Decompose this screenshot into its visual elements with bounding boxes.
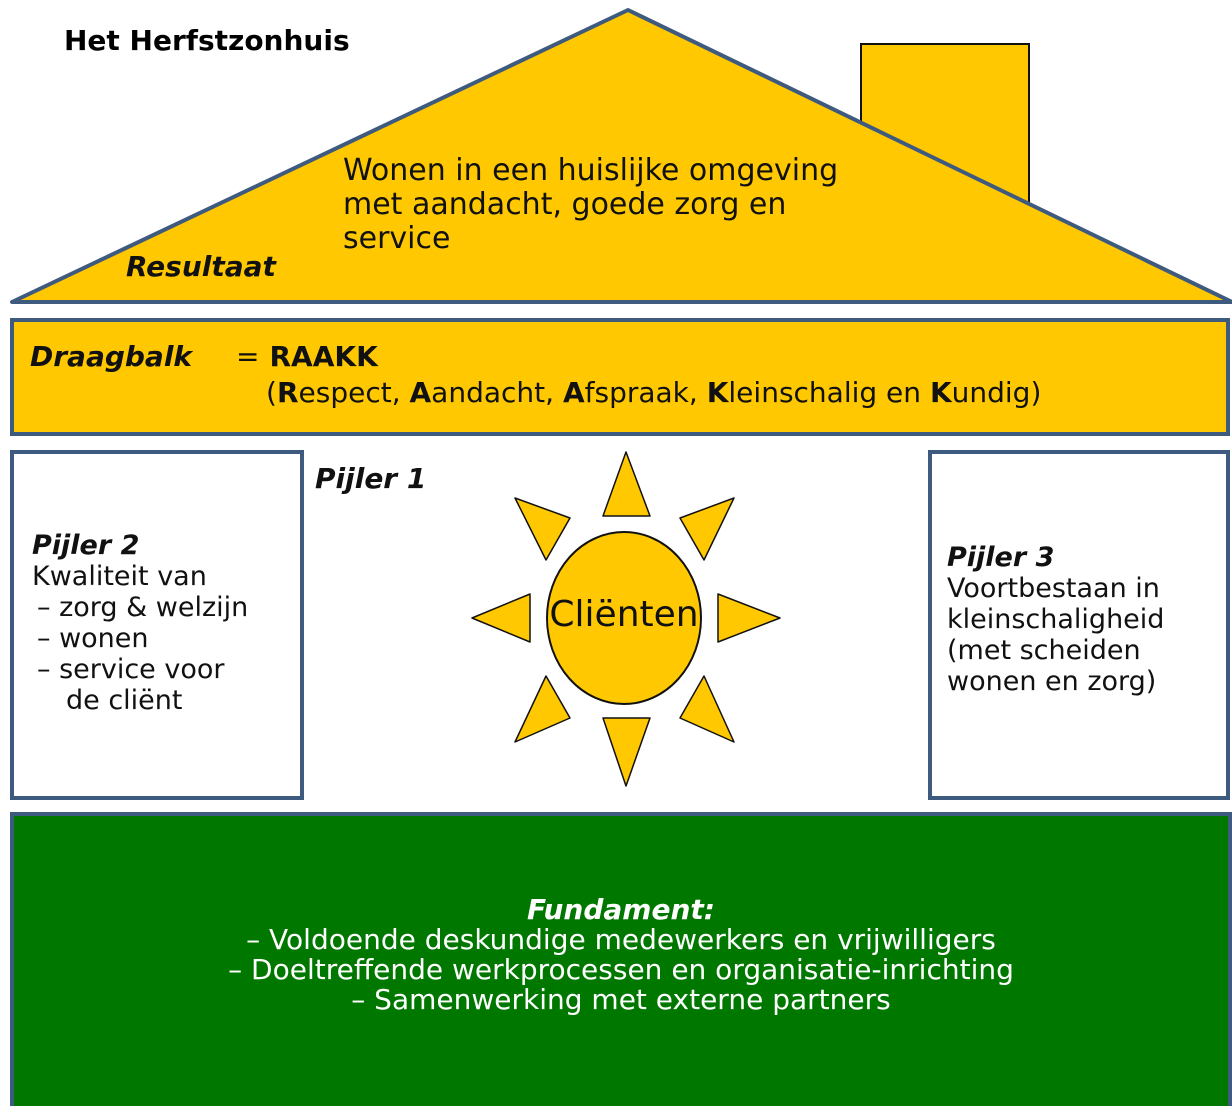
pillar2-line: de cliënt bbox=[66, 685, 183, 716]
roof-line: met aandacht, goede zorg en bbox=[343, 187, 787, 222]
sun-ray-right bbox=[717, 593, 781, 643]
close-paren: ) bbox=[1030, 376, 1042, 409]
roof-line: Wonen in een huislijke omgeving bbox=[343, 153, 839, 188]
roof-text: Wonen in een huislijke omgeving met aand… bbox=[343, 154, 903, 256]
sun-ray-bottom-left bbox=[514, 675, 571, 743]
sun-ray-left bbox=[471, 593, 531, 643]
sun-rays bbox=[471, 451, 781, 787]
value-initial: R bbox=[276, 376, 299, 409]
sun-ray-top-left bbox=[514, 497, 571, 561]
value-rest: undig bbox=[951, 376, 1031, 409]
value-initial: A bbox=[409, 376, 432, 409]
foundation-line: – Doeltreffende werkprocessen en organis… bbox=[228, 953, 1014, 986]
pillar3-line: Voortbestaan in bbox=[947, 573, 1160, 604]
pillar2-line: – wonen bbox=[37, 623, 149, 654]
roof bbox=[10, 8, 1232, 304]
value-initial: K bbox=[706, 376, 729, 409]
pillar2-label: Pijler 2 bbox=[32, 530, 140, 561]
sun-ray-top bbox=[602, 451, 651, 517]
pillar3-label: Pijler 3 bbox=[947, 542, 1055, 573]
value-rest: leinschalig en bbox=[728, 376, 930, 409]
foundation bbox=[10, 812, 1232, 1106]
value-initial: K bbox=[929, 376, 952, 409]
pillar2-box bbox=[10, 450, 304, 800]
pillar2-line: – zorg & welzijn bbox=[37, 592, 249, 623]
beam bbox=[10, 318, 1230, 436]
value-rest: andacht bbox=[431, 376, 546, 409]
sun-disc bbox=[546, 531, 702, 705]
roof-label: Resultaat bbox=[126, 250, 276, 283]
sun-ray-top-right bbox=[679, 497, 735, 561]
pillar3-box bbox=[928, 450, 1230, 800]
sun-label: Cliënten bbox=[549, 594, 699, 635]
pillar1-label: Pijler 1 bbox=[315, 462, 427, 495]
beam-acronym-text: RAAKK bbox=[269, 340, 378, 373]
open-paren: ( bbox=[266, 376, 277, 409]
pillar2-line: Kwaliteit van bbox=[32, 561, 207, 592]
sun-ray-bottom bbox=[602, 717, 651, 787]
beam-equals: = bbox=[236, 340, 260, 373]
beam-values: (Respect, Aandacht, Afspraak, Kleinschal… bbox=[266, 376, 1042, 409]
roof-line: service bbox=[343, 221, 451, 256]
pillar3-line: kleinschaligheid bbox=[947, 604, 1165, 635]
pillar3-line: (met scheiden bbox=[947, 635, 1141, 666]
foundation-label: Fundament: bbox=[527, 893, 715, 926]
house-title: Het Herfstzonhuis bbox=[64, 24, 350, 57]
foundation-line: – Samenwerking met externe partners bbox=[351, 983, 891, 1016]
sun-ray-bottom-right bbox=[679, 675, 735, 743]
pillar2-line: – service voor bbox=[37, 654, 225, 685]
beam-label: Draagbalk bbox=[30, 340, 193, 373]
beam-acronym: = RAAKK bbox=[236, 340, 378, 373]
pillar3-line: wonen en zorg) bbox=[947, 666, 1157, 697]
foundation-text: Fundament: – Voldoende deskundige medewe… bbox=[14, 895, 1228, 1015]
value-rest: fspraak bbox=[584, 376, 689, 409]
pillar2-text: Pijler 2 Kwaliteit van – zorg & welzijn … bbox=[32, 530, 248, 716]
value-initial: A bbox=[562, 376, 585, 409]
foundation-line: – Voldoende deskundige medewerkers en vr… bbox=[246, 923, 996, 956]
pillar3-text: Pijler 3 Voortbestaan in kleinschalighei… bbox=[947, 542, 1164, 697]
value-rest: espect bbox=[298, 376, 392, 409]
